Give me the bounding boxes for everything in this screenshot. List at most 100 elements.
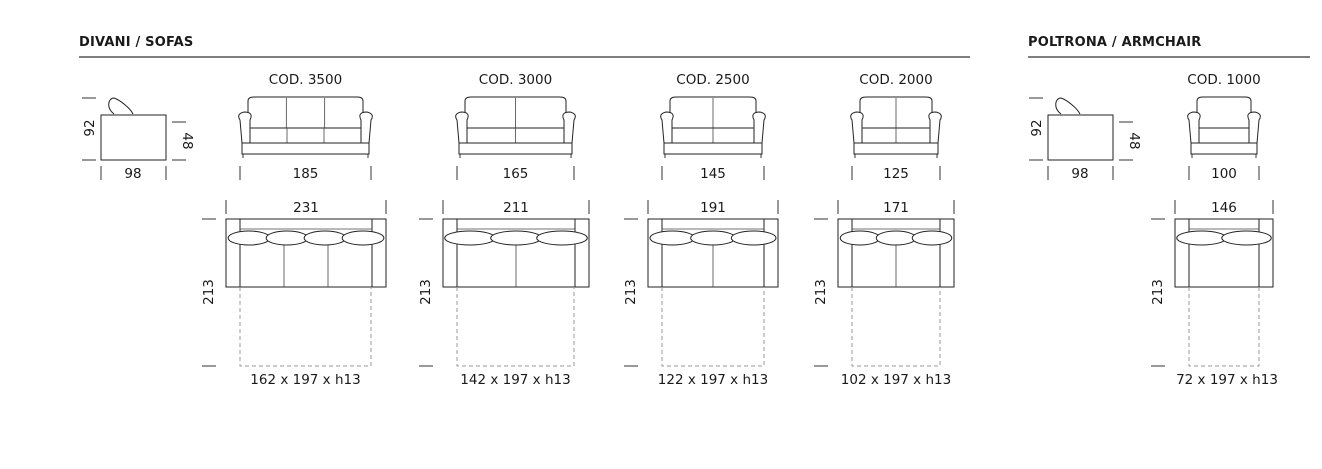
plan-pillow [490,230,542,246]
side-depth-label: 98 [124,166,141,182]
top-width-label: 231 [293,200,319,216]
right-arm [752,111,766,144]
right-arm [1247,111,1261,144]
plan-pillow [1176,230,1227,246]
bed-size-label: 142 x 197 x h13 [460,372,570,388]
plan-left-arm [647,218,663,288]
plan-left-arm [837,218,853,288]
armchair-side-depth-label: 98 [1071,166,1088,182]
plan-seat [1188,218,1260,288]
left-arm [455,111,469,144]
plan-pillow [1221,230,1272,246]
seat [1198,127,1250,144]
model-0: COD. 3500 185 231 213 162 x 197 x h13 [201,72,387,388]
seat [249,127,362,144]
armchair-side-seat-height-label: 48 [1126,132,1142,149]
front-width-label: 165 [503,166,529,182]
plan-view [225,218,387,288]
section-title-sofas: DIVANI / SOFAS [79,35,193,50]
section-title-armchair: POLTRONA / ARMCHAIR [1028,35,1202,50]
plan-right-arm [939,218,955,288]
front-view [455,96,576,158]
model-1: COD. 3000 165 211 213 142 x 197 x h13 [418,72,590,388]
plan-left-arm [1174,218,1190,288]
left-arm [238,111,252,144]
side-view-sofa: 92 48 98 [82,97,195,182]
top-width-label: 191 [700,200,726,216]
armchair-side-height-label: 92 [1029,119,1045,136]
plan-right-arm [763,218,779,288]
back-cushion [247,96,364,129]
plan-left-arm [442,218,458,288]
bed-outline [851,287,941,367]
plan-view [1174,218,1274,288]
left-arm [660,111,674,144]
model-code-label: COD. 3500 [269,72,342,88]
base [853,142,939,155]
depth-label: 213 [418,279,434,305]
side-seat-height-label: 48 [179,132,195,149]
plan-pillow [690,230,736,246]
front-view [1187,96,1261,158]
base [458,142,573,155]
model-3: COD. 2000 125 171 213 102 x 197 x h13 [813,72,955,388]
plan-pillow [227,230,271,246]
side-height-label: 92 [82,119,98,136]
base [241,142,370,155]
plan-pillow [839,230,881,246]
front-width-label: 145 [700,166,726,182]
model-code-label: COD. 1000 [1187,72,1260,88]
bed-outline [1188,287,1260,367]
bed-size-label: 102 x 197 x h13 [841,372,951,388]
right-arm [359,111,373,144]
plan-view [442,218,590,288]
plan-pillow [730,230,777,246]
plan-right-arm [1258,218,1274,288]
bed-outline [456,287,575,367]
bed-size-label: 122 x 197 x h13 [658,372,768,388]
plan-view [647,218,779,288]
model-code-label: COD. 3000 [479,72,552,88]
left-arm [1187,111,1201,144]
front-view [660,96,766,158]
front-width-label: 125 [883,166,909,182]
base [663,142,763,155]
plan-pillow [341,230,385,246]
plan-pillow [649,230,696,246]
bed-outline [239,287,372,367]
front-width-label: 100 [1211,166,1237,182]
side-view-armchair: 92 48 98 [1029,97,1142,182]
right-arm [562,111,576,144]
bed-outline [661,287,765,367]
bed-size-label: 162 x 197 x h13 [250,372,360,388]
depth-label: 213 [201,279,217,305]
back-cushion [1196,96,1252,129]
model-code-label: COD. 2000 [859,72,932,88]
plan-pillow [536,230,588,246]
plan-right-arm [371,218,387,288]
front-view [238,96,373,158]
front-view [850,96,942,158]
top-width-label: 146 [1211,200,1237,216]
plan-pillow [303,230,347,246]
model-2: COD. 2500 145 191 213 122 x 197 x h13 [623,72,779,388]
right-arm [928,111,942,144]
top-width-label: 171 [883,200,909,216]
plan-seat [239,218,373,288]
plan-pillow [911,230,953,246]
depth-label: 213 [813,279,829,305]
plan-pillow [444,230,496,246]
plan-right-arm [574,218,590,288]
bed-size-label: 72 x 197 x h13 [1176,372,1278,388]
plan-view [837,218,955,288]
model-code-label: COD. 2500 [676,72,749,88]
front-width-label: 185 [293,166,319,182]
plan-left-arm [225,218,241,288]
depth-label: 213 [1150,279,1166,305]
depth-label: 213 [623,279,639,305]
base [1190,142,1258,155]
model-4: COD. 1000 100 146 213 72 x 197 x h13 [1150,72,1278,388]
top-width-label: 211 [503,200,529,216]
plan-pillow [875,230,917,246]
